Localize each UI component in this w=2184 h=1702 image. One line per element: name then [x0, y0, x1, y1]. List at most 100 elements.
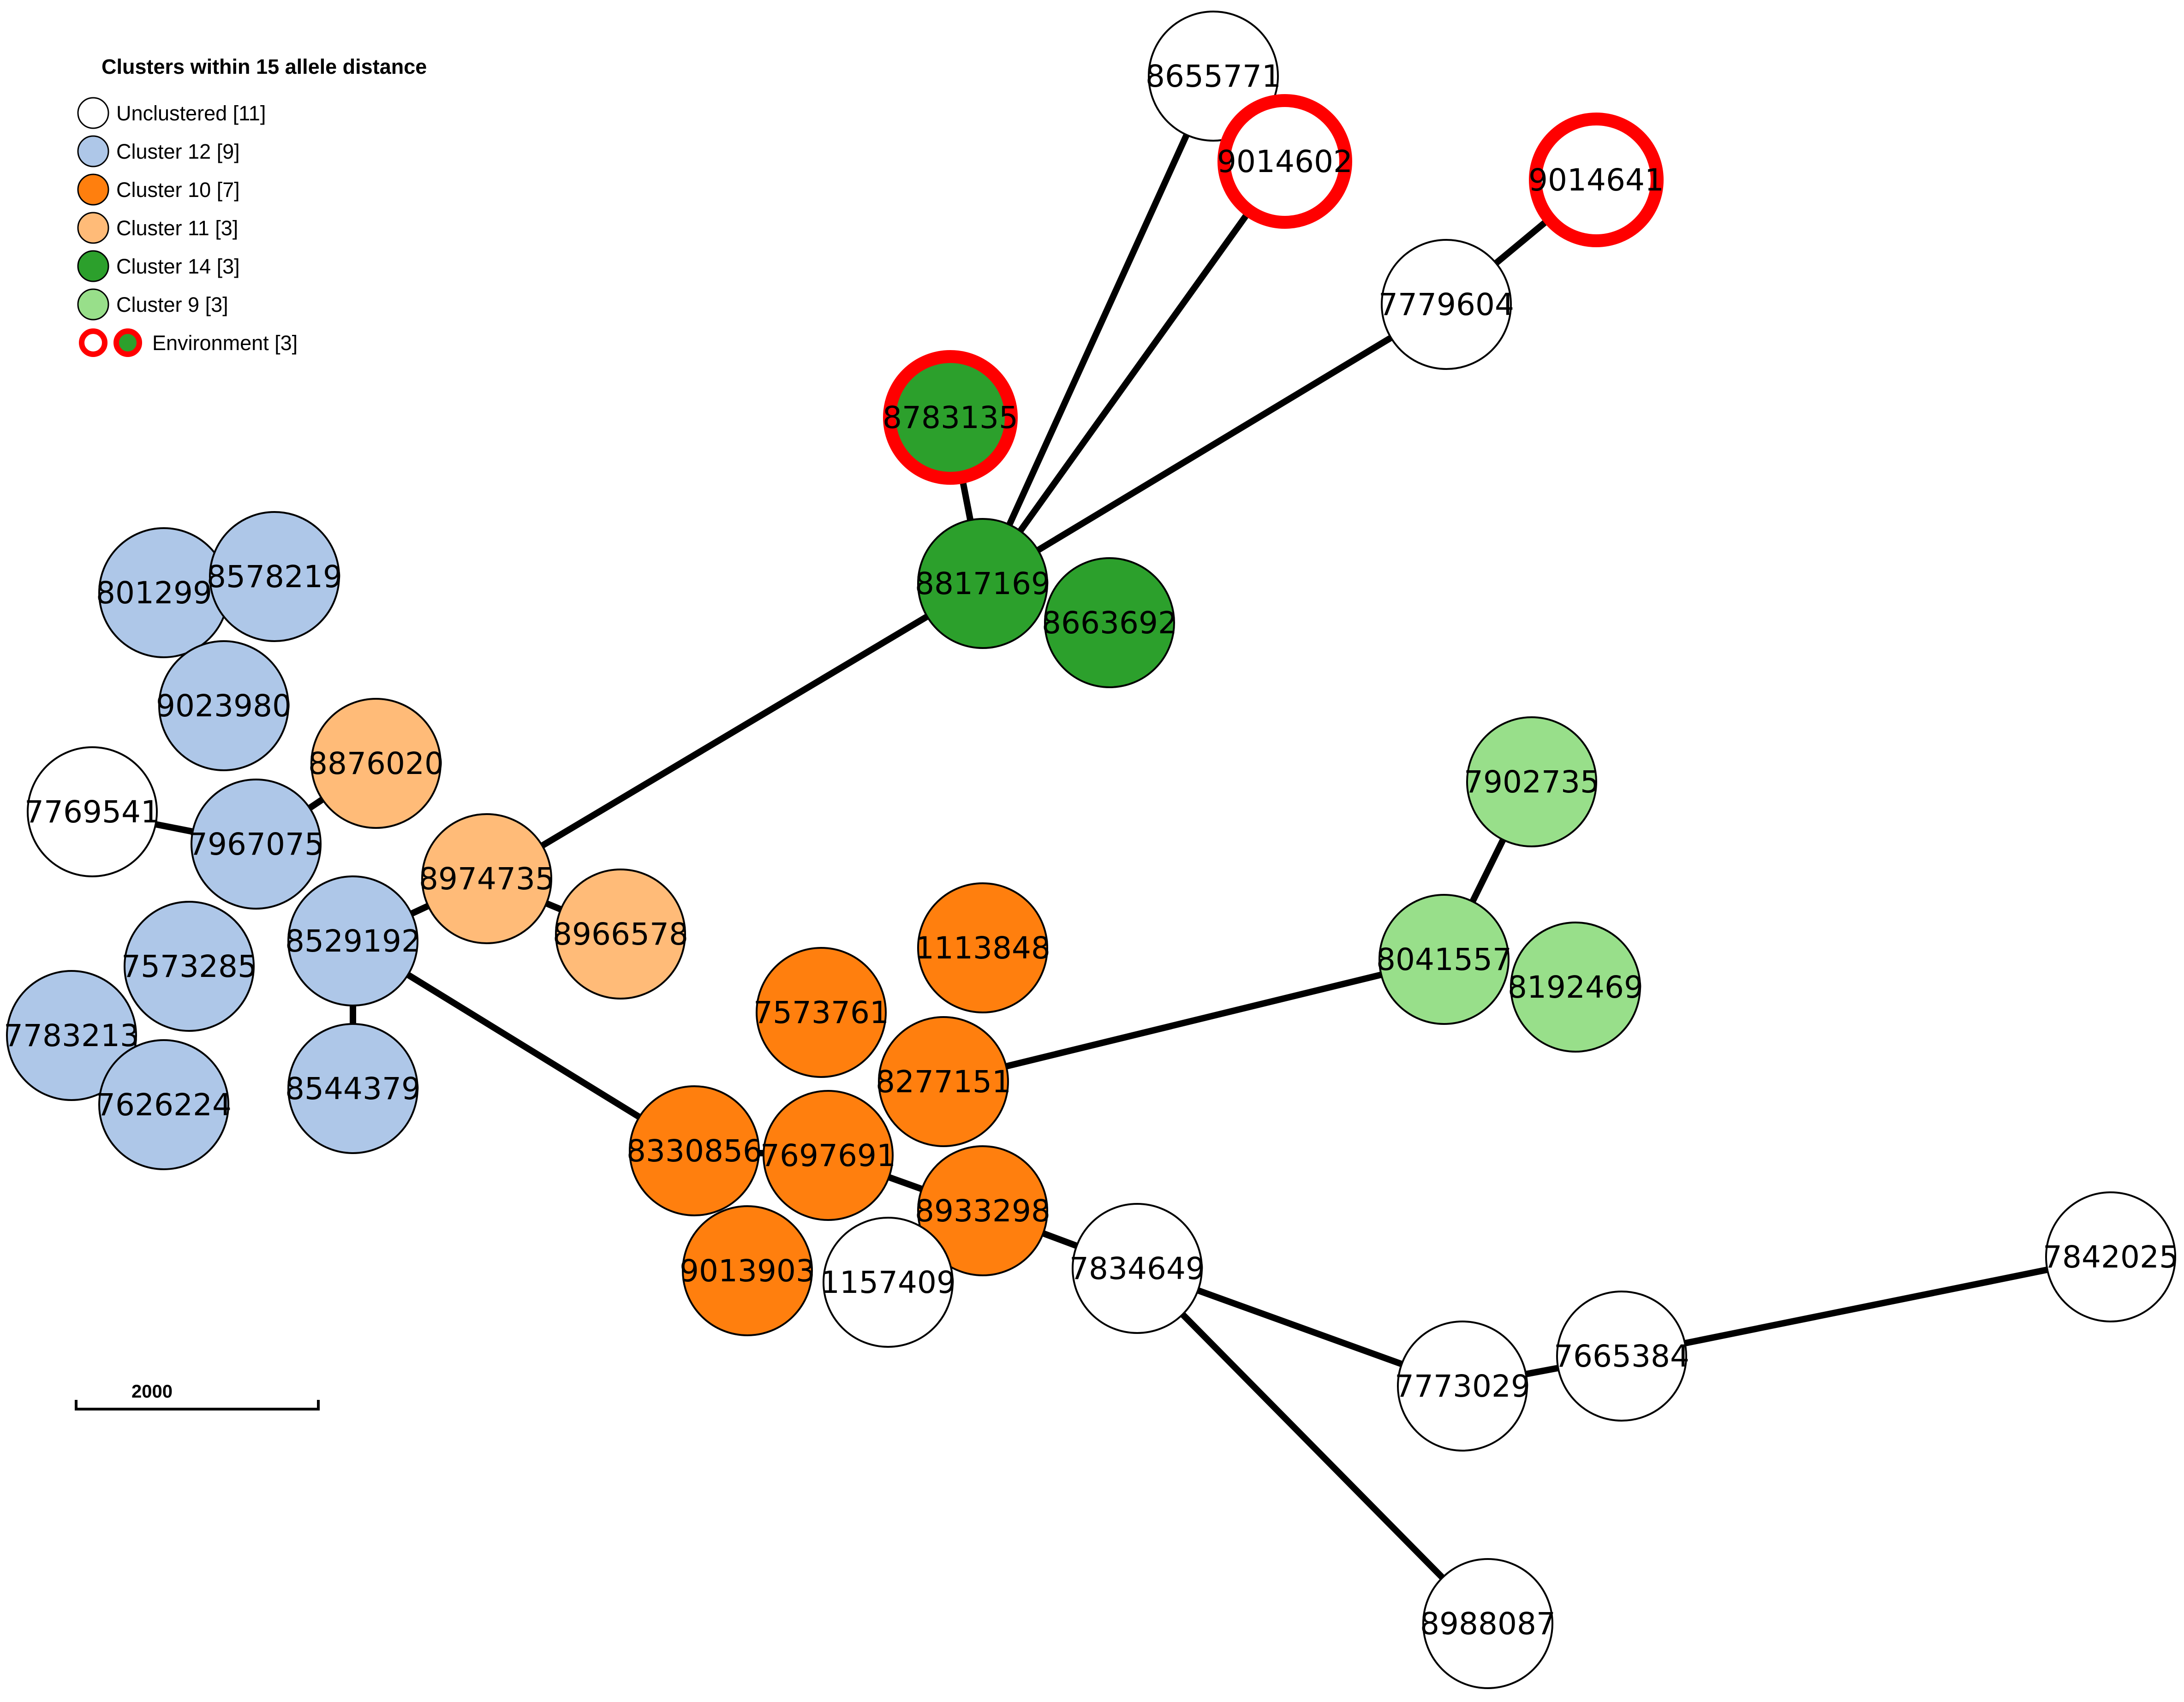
node-circle — [1381, 239, 1512, 370]
legend-label: Cluster 10 [7] — [116, 178, 240, 202]
legend-item: Cluster 9 [3] — [77, 288, 228, 321]
node-label: 8544379 — [285, 1071, 421, 1107]
node-7573761: 7573761 — [753, 947, 889, 1078]
node-label: 8966578 — [553, 916, 688, 952]
legend-items: Unclustered [11]Cluster 12 [9]Cluster 10… — [77, 97, 298, 357]
node-label: 8041557 — [1376, 942, 1512, 977]
node-8817169: 8817169 — [915, 518, 1050, 649]
node-8578219: 8578219 — [207, 511, 342, 642]
node-label: 7779604 — [1378, 287, 1514, 322]
node-label: 8192469 — [1508, 970, 1643, 1005]
node-label: 8933298 — [915, 1193, 1050, 1229]
node-label: 7783213 — [4, 1018, 139, 1053]
legend-swatch — [77, 250, 109, 282]
node-8330856: 8330856 — [627, 1085, 762, 1216]
node-circle — [1529, 113, 1664, 247]
node-7783213: 7783213 — [4, 970, 139, 1101]
node-8783135: 8783135 — [883, 350, 1018, 485]
nodes-layer: 8655771901460290146417779604878313588171… — [4, 11, 2178, 1689]
node-9023980: 9023980 — [156, 640, 292, 771]
node-label: 8277151 — [876, 1064, 1011, 1100]
node-circle — [917, 518, 1048, 649]
node-circle — [310, 698, 442, 829]
node-label: 8974735 — [419, 861, 555, 897]
edge-8817169-8655771 — [979, 75, 1217, 585]
node-label: 7834649 — [1069, 1251, 1205, 1286]
edge-7834649-8988087 — [1135, 1266, 1490, 1626]
edge-8277151-8041557 — [943, 956, 1445, 1085]
edge-8817169-8974735 — [485, 580, 985, 882]
legend-swatch — [77, 173, 109, 206]
node-label: 7573761 — [753, 995, 889, 1030]
node-label: 7842025 — [2043, 1239, 2178, 1275]
node-circle — [1044, 557, 1175, 688]
node-circle — [878, 1016, 1009, 1147]
legend-swatch — [77, 135, 109, 167]
node-1157409: 1157409 — [820, 1217, 956, 1348]
node-8544379: 8544379 — [285, 1023, 421, 1154]
edge-8817169-9014602 — [980, 159, 1288, 586]
legend-label: Cluster 9 [3] — [116, 293, 228, 316]
node-circle — [629, 1085, 760, 1216]
node-circle — [917, 882, 1048, 1013]
legend-label: Cluster 11 [3] — [116, 216, 238, 240]
node-7902735: 7902735 — [1464, 716, 1599, 847]
edge-7665384-7842025 — [1621, 1254, 2112, 1359]
node-circle — [209, 511, 340, 642]
node-circle — [1378, 894, 1510, 1025]
node-7626224: 7626224 — [96, 1039, 232, 1170]
node-7834649: 7834649 — [1069, 1203, 1205, 1334]
node-9014641: 9014641 — [1528, 113, 1664, 247]
node-circle — [191, 779, 322, 910]
node-label: 9013903 — [680, 1253, 815, 1289]
node-8529192: 8529192 — [285, 875, 421, 1006]
legend-item: Unclustered [11] — [77, 97, 266, 129]
node-label: 9014641 — [1528, 162, 1664, 198]
node-label: 8529192 — [285, 923, 421, 959]
node-label: 7573285 — [121, 949, 257, 984]
node-7773029: 7773029 — [1395, 1321, 1530, 1452]
node-label: 8988087 — [1420, 1606, 1556, 1642]
node-circle — [883, 350, 1018, 485]
node-circle — [421, 813, 552, 944]
edges-layer — [91, 75, 2112, 1626]
node-label: 9014602 — [1217, 144, 1353, 179]
node-8988087: 8988087 — [1420, 1558, 1556, 1689]
node-8041557: 8041557 — [1376, 894, 1512, 1025]
node-circle — [1556, 1291, 1687, 1422]
node-8012996: 8012996 — [96, 527, 232, 658]
node-8277151: 8277151 — [876, 1016, 1011, 1147]
node-7769541: 7769541 — [24, 746, 160, 877]
node-label: 7902735 — [1464, 764, 1599, 800]
node-circle — [287, 1023, 418, 1154]
node-label: 8012996 — [96, 575, 232, 611]
legend-swatch — [77, 212, 109, 244]
node-circle — [158, 640, 289, 771]
legend-item: Cluster 11 [3] — [77, 212, 238, 244]
legend-swatch — [77, 97, 109, 129]
node-circle — [287, 875, 418, 1006]
legend-item: Cluster 10 [7] — [77, 173, 240, 206]
node-circle — [917, 1145, 1048, 1276]
node-label: 8783135 — [883, 400, 1018, 435]
legend-item: Environment [3] — [79, 328, 298, 357]
legend-swatch — [113, 328, 142, 357]
node-circle — [1217, 94, 1352, 229]
legend: Clusters within 15 allele distance Unclu… — [77, 55, 427, 357]
node-8974735: 8974735 — [419, 813, 555, 944]
scale-bar-line — [75, 1400, 320, 1410]
legend-swatch — [77, 288, 109, 321]
node-label: 8663692 — [1042, 605, 1177, 641]
node-circle — [124, 901, 255, 1032]
legend-item: Cluster 14 [3] — [77, 250, 240, 282]
scale-bar: 2000 — [75, 1381, 320, 1410]
node-7697691: 7697691 — [760, 1090, 896, 1221]
node-circle — [2045, 1191, 2176, 1322]
node-8192469: 8192469 — [1508, 922, 1643, 1053]
node-circle — [756, 947, 887, 1078]
node-1113848: 1113848 — [915, 882, 1050, 1013]
legend-title: Clusters within 15 allele distance — [101, 55, 427, 78]
node-8663692: 8663692 — [1042, 557, 1177, 688]
node-7573285: 7573285 — [121, 901, 257, 1032]
